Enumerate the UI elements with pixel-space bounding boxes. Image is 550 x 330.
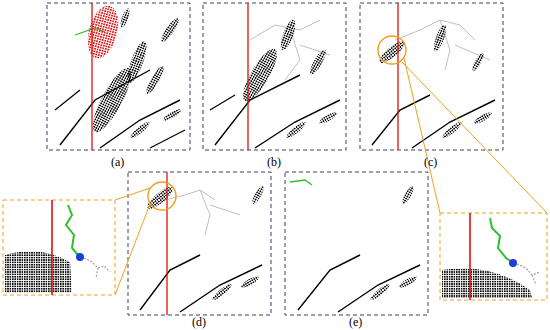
panel-d [128,172,271,315]
panel-e [285,172,428,315]
zoom-inset-left [3,200,115,295]
panel-b [203,3,346,150]
zoom-inset-right [440,213,547,300]
panel-label: (e) [349,316,362,328]
panel-label: (d) [192,316,206,328]
panel-label: (b) [267,156,281,168]
panel-a [47,2,190,150]
panel-c [360,3,503,150]
panel-label: (a) [111,156,124,168]
panel-label: (c) [424,156,437,168]
